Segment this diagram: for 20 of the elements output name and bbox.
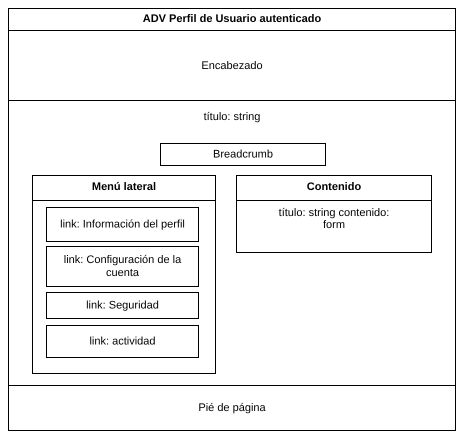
field-list: título: string contenido: form <box>276 207 392 231</box>
link-label: link: Información del perfil <box>60 218 185 231</box>
breadcrumb-box <box>160 143 326 166</box>
link-label: link: Configuración de la cuenta <box>62 254 182 280</box>
link-label: link: actividad <box>89 335 156 348</box>
sidebar-panel <box>32 175 216 374</box>
link-box <box>46 207 199 242</box>
heading: Contenido <box>306 181 362 193</box>
link-label: link: Seguridad <box>86 299 159 312</box>
section-label: Encabezado <box>201 60 263 72</box>
link-box <box>46 246 199 287</box>
content-panel <box>236 175 432 253</box>
section-label: Pié de página <box>198 402 266 414</box>
link-box <box>46 325 199 358</box>
heading: ADV Perfil de Usuario autenticado <box>142 13 322 25</box>
link-label: Breadcrumb <box>213 148 273 161</box>
wireframe-frame <box>8 8 456 431</box>
section-label: título: string <box>204 111 260 123</box>
link-box <box>46 292 199 319</box>
heading: Menú lateral <box>92 181 156 193</box>
